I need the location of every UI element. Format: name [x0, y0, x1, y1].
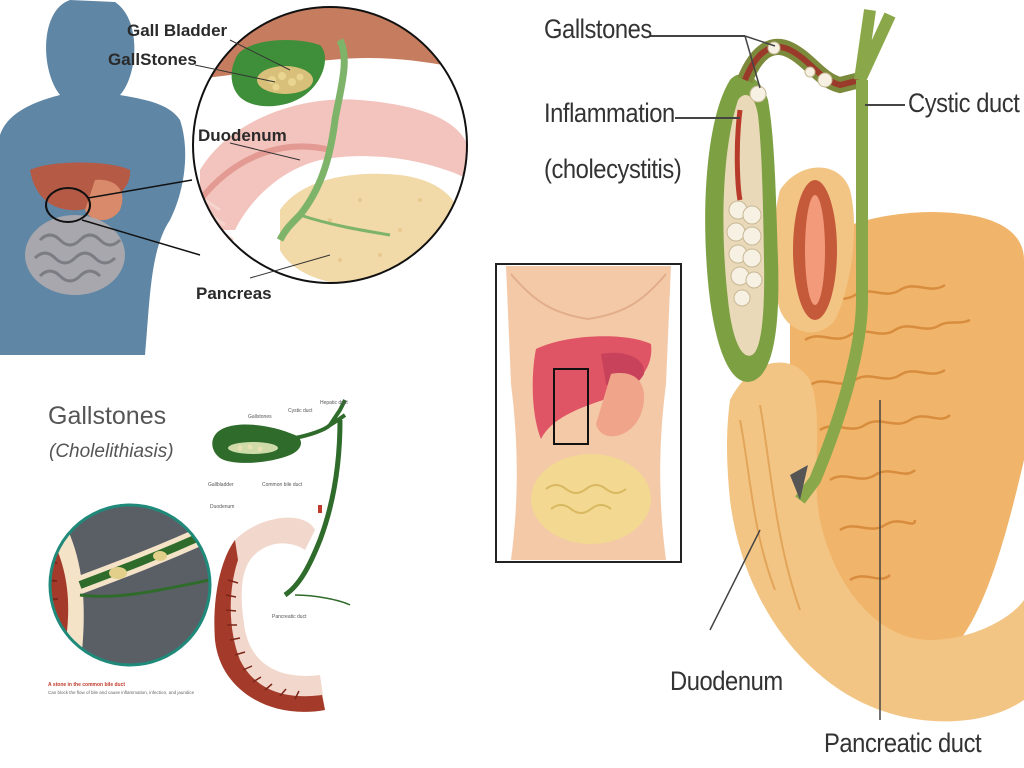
subtitle-cholelithiasis: (Cholelithiasis)	[49, 441, 174, 462]
inset-torso	[495, 263, 682, 563]
label-gallstones-a: GallStones	[108, 50, 197, 69]
panel-c-cholecystitis: Gallstones Inflammation (cholecystitis) …	[490, 0, 1024, 768]
small-magnified-circle	[48, 503, 212, 667]
panel-a-illustration	[0, 0, 468, 355]
tiny-label-common-bile-duct: Common bile duct	[262, 482, 303, 488]
tiny-label-gallbladder: Gallbladder	[208, 482, 234, 488]
tiny-label-pancreatic-duct: Pancreatic duct	[272, 614, 307, 620]
bile-duct-shape	[276, 38, 348, 242]
caption-text: Can block the flow of bile and cause inf…	[48, 690, 195, 695]
zoom-focus-ring	[45, 187, 91, 223]
duodenum-large-shape	[727, 362, 1024, 722]
label-duodenum-a: Duodenum	[198, 126, 287, 145]
panel-b-illustration	[48, 399, 351, 712]
label-pancreatic-duct: Pancreatic duct	[824, 728, 982, 758]
small-duodenum-shape	[214, 517, 325, 712]
tiny-label-gallstones: Gallstones	[248, 414, 272, 420]
tiny-label-hepatic-duct: Hepatic duct	[320, 400, 348, 406]
label-gallstones-c: Gallstones	[544, 14, 652, 44]
tiny-label-cystic-duct: Cystic duct	[288, 408, 313, 414]
panel-a-anatomy: Gall Bladder GallStones Duodenum Pancrea…	[0, 0, 470, 355]
stomach-shape	[85, 179, 123, 221]
panel-c-illustration	[495, 9, 1024, 722]
panel-b-cholelithiasis: Gallstones (Cholelithiasis) Gallston	[40, 390, 370, 730]
small-common-bile-duct	[283, 419, 343, 598]
label-gall-bladder: Gall Bladder	[127, 21, 228, 40]
duodenum-shape	[200, 99, 467, 230]
hepatic-duct-large	[795, 9, 896, 504]
gallbladder-stones	[726, 200, 763, 307]
tiny-label-duodenum: Duodenum	[210, 504, 235, 510]
label-cholecystitis: (cholecystitis)	[544, 154, 682, 184]
magnified-circle	[192, 6, 468, 284]
label-inflammation: Inflammation	[544, 98, 675, 128]
title-gallstones-b: Gallstones	[48, 402, 167, 430]
label-duodenum-c: Duodenum	[670, 666, 783, 696]
label-cystic-duct: Cystic duct	[908, 88, 1020, 118]
label-pancreas-a: Pancreas	[196, 284, 272, 303]
pancreas-large-shape	[785, 212, 1024, 683]
caption-title: A stone in the common bile duct	[48, 682, 126, 688]
leader-duodenum	[709, 529, 761, 631]
